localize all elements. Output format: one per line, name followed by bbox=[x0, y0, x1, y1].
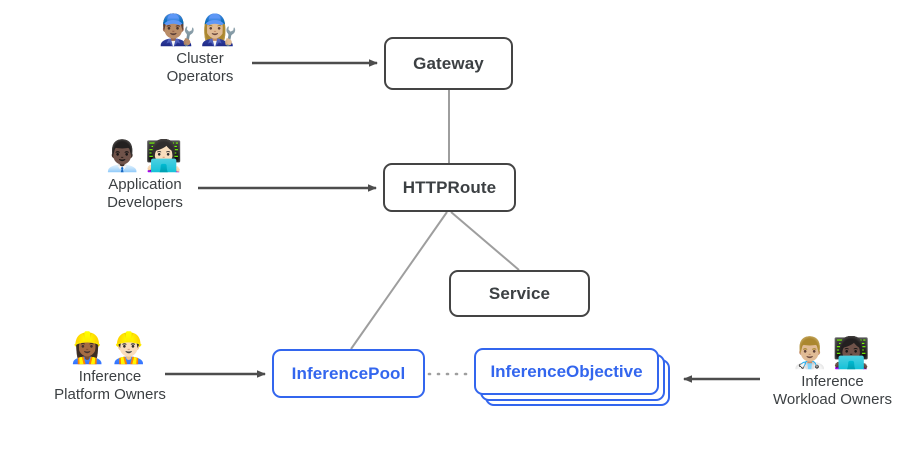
application-developers-emoji: 👨🏿‍💼👩🏻‍💻 bbox=[103, 140, 187, 173]
node-inferencepool[interactable]: InferencePool bbox=[272, 349, 425, 398]
inference-platform-owners-emoji: 👷🏾‍♀️👷🏻‍♂️ bbox=[68, 332, 152, 365]
node-inferenceobjective[interactable]: InferenceObjective bbox=[474, 348, 674, 410]
node-inferenceobjective-label: InferenceObjective bbox=[490, 361, 643, 381]
inference-workload-owners-label-line1: Inference bbox=[801, 372, 864, 390]
inference-platform-owners-label-line2: Platform Owners bbox=[54, 385, 166, 403]
link-httproute-service bbox=[450, 211, 520, 271]
cluster-operators-label-line2: Operators bbox=[166, 67, 234, 85]
inference-workload-owners-emoji: 👨🏼‍⚕️👩🏿‍💻 bbox=[791, 337, 874, 370]
inference-platform-owners-label-line1: Inference bbox=[78, 367, 142, 385]
node-service[interactable]: Service bbox=[449, 270, 590, 317]
node-httproute[interactable]: HTTPRoute bbox=[383, 163, 516, 212]
application-developers-label-line2: Developers bbox=[107, 193, 183, 211]
application-developers-label-line1: Application bbox=[108, 175, 182, 193]
persona-application-developers: 👨🏿‍💼👩🏻‍💻 Application Developers bbox=[80, 140, 210, 212]
link-httproute-inferencepool bbox=[350, 211, 448, 350]
persona-cluster-operators: 👨🏽‍🔧👩🏼‍🔧 Cluster Operators bbox=[144, 14, 256, 86]
cluster-operators-emoji: 👨🏽‍🔧👩🏼‍🔧 bbox=[158, 14, 242, 47]
inferenceobjective-stack-layer-front[interactable]: InferenceObjective bbox=[474, 348, 659, 395]
node-httproute-label: HTTPRoute bbox=[402, 177, 497, 197]
cluster-operators-label-line1: Cluster bbox=[176, 49, 224, 67]
node-service-label: Service bbox=[488, 283, 551, 303]
node-gateway-label: Gateway bbox=[413, 53, 484, 73]
node-inferencepool-label: InferencePool bbox=[291, 363, 406, 383]
persona-inference-platform-owners: 👷🏾‍♀️👷🏻‍♂️ Inference Platform Owners bbox=[30, 332, 190, 404]
inference-workload-owners-label-line2: Workload Owners bbox=[773, 390, 892, 408]
persona-inference-workload-owners: 👨🏼‍⚕️👩🏿‍💻 Inference Workload Owners bbox=[765, 337, 900, 409]
node-gateway[interactable]: Gateway bbox=[384, 37, 513, 90]
